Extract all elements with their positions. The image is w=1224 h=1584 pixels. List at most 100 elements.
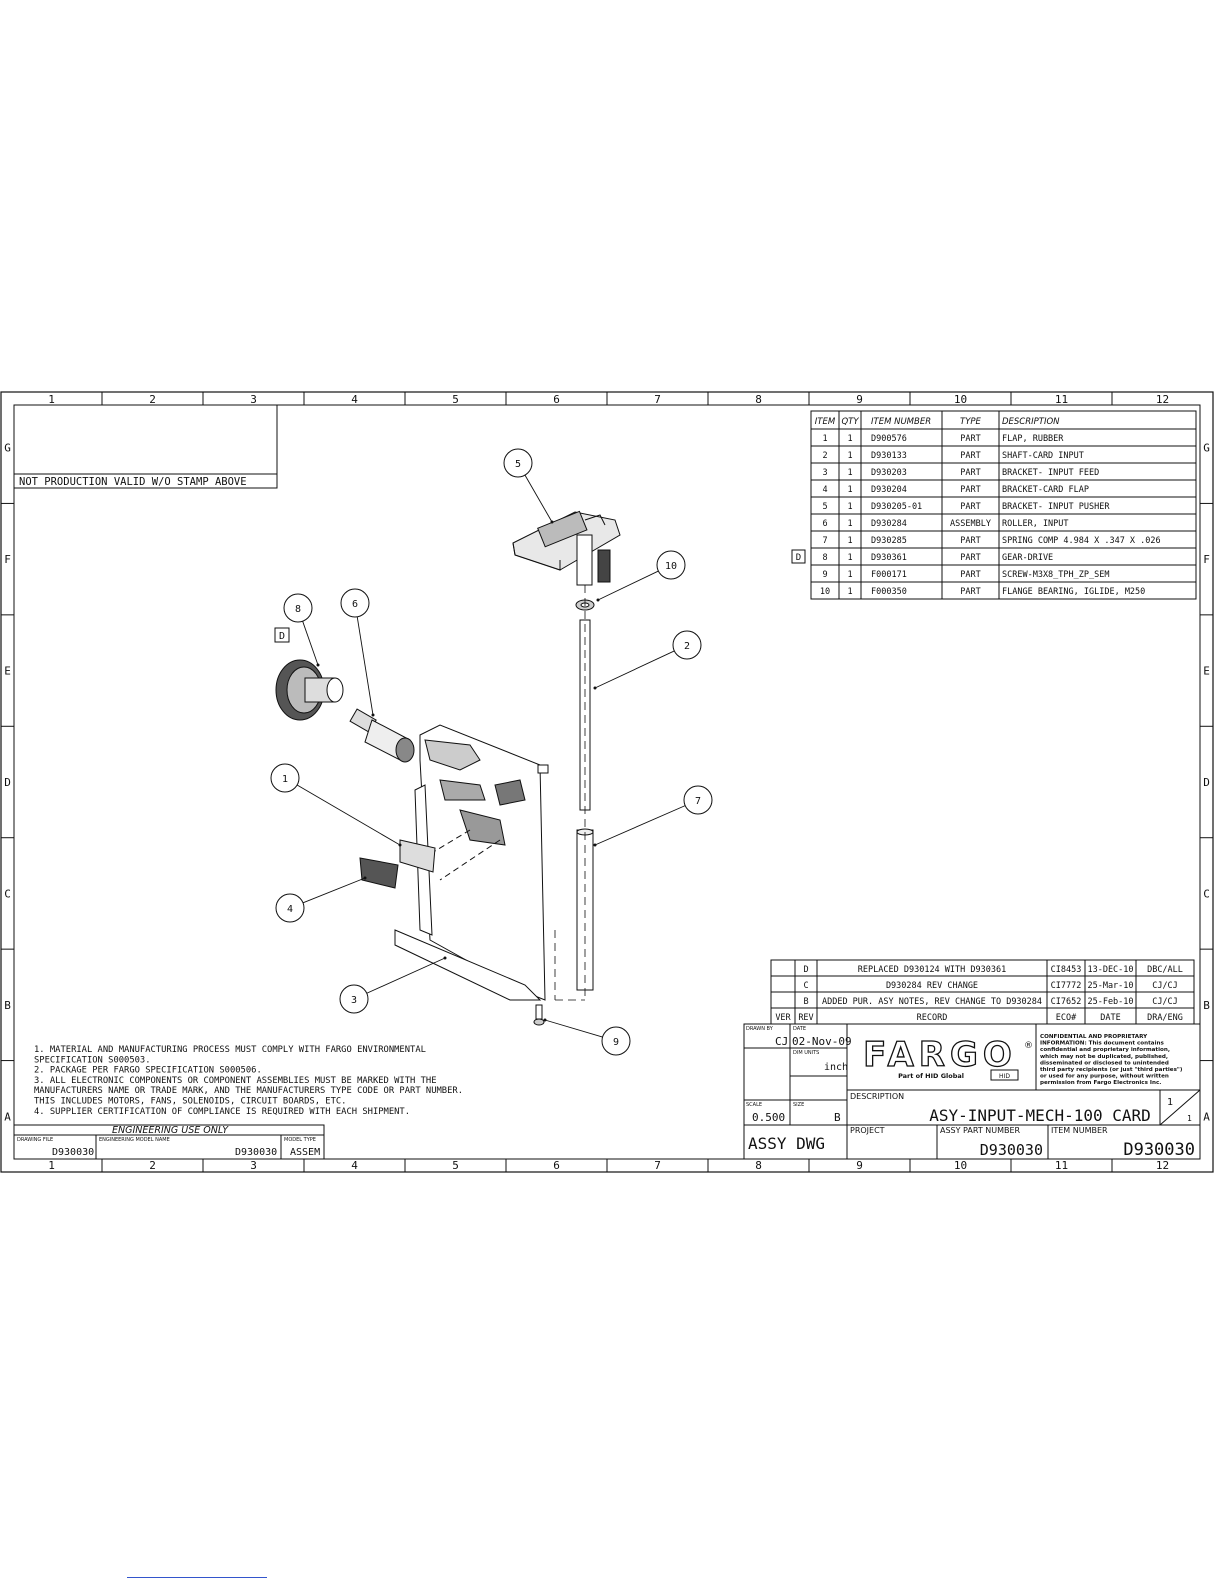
rev-flag-drawing-text: D: [279, 631, 285, 642]
confidential-line: CONFIDENTIAL AND PROPRIETARY: [1040, 1034, 1148, 1040]
zone-column-label: 9: [856, 1159, 863, 1172]
stamp-block: NOT PRODUCTION VALID W/O STAMP ABOVE: [13, 404, 278, 489]
bom-cell: 10: [820, 587, 830, 597]
size-label: SIZE: [793, 1102, 804, 1108]
revision-header-cell: DATE: [1100, 1013, 1120, 1023]
bom-header-cell: ITEM NUMBER: [871, 417, 931, 427]
item-balloon-number: 8: [295, 604, 301, 615]
zone-column-label: 10: [954, 393, 967, 406]
bom-cell: 1: [847, 553, 852, 563]
zone-column-label: 6: [553, 393, 560, 406]
revision-cell: CJ/CJ: [1152, 981, 1178, 991]
bom-cell: PART: [960, 468, 980, 478]
drawn-by-value: CJ: [775, 1035, 788, 1048]
bom-cell: 1: [847, 587, 852, 597]
zone-column-label: 8: [755, 393, 762, 406]
date-label: DATE: [793, 1026, 806, 1032]
item-balloon-number: 2: [684, 641, 690, 652]
bom-cell: D930203: [871, 468, 907, 478]
part-roller-input: [349, 708, 415, 763]
zone-row-label: D: [4, 776, 11, 789]
drawn-by-label: DRAWN BY: [746, 1026, 774, 1032]
bom-cell: F000350: [871, 587, 907, 597]
title-block: DRAWN BY DATE CJ 02-Nov-09 DIM UNITS inc…: [743, 1023, 1201, 1160]
zone-column-label: 5: [452, 393, 459, 406]
part-flap-rubber: [399, 839, 436, 873]
logo-tagline: Part of HID Global: [898, 1072, 964, 1080]
zone-row-label: G: [1203, 442, 1210, 455]
zone-column-label: 3: [250, 1159, 257, 1172]
bom-header-cell: TYPE: [960, 417, 982, 427]
engineering-title: ENGINEERING USE ONLY: [112, 1125, 229, 1136]
zone-row-label: B: [1203, 999, 1210, 1012]
bom-cell: 1: [847, 468, 852, 478]
confidential-line: which may not be duplicated, published,: [1040, 1054, 1168, 1060]
bom-cell: BRACKET-CARD FLAP: [1002, 485, 1089, 495]
item-balloon: [270, 763, 300, 793]
zone-column-label: 8: [755, 1159, 762, 1172]
zone-row-label: C: [1203, 887, 1210, 900]
bom-cell: D930204: [871, 485, 907, 495]
item-balloon-number: 5: [515, 459, 521, 470]
bom-header-cell: ITEM: [815, 417, 836, 427]
drawing-notes: 1. MATERIAL AND MANUFACTURING PROCESS MU…: [34, 1045, 463, 1117]
part-gear-drive: [275, 659, 344, 721]
assy-part-value: D930030: [980, 1141, 1043, 1159]
revision-cell: CI7772: [1051, 981, 1082, 991]
zone-column-label: 4: [351, 1159, 358, 1172]
revision-cell: 25-Feb-10: [1087, 997, 1133, 1007]
zone-row-label: G: [4, 442, 11, 455]
item-balloon-number: 7: [695, 796, 701, 807]
bom-cell: GEAR-DRIVE: [1002, 553, 1053, 563]
revision-cell: 25-Mar-10: [1087, 981, 1133, 991]
zone-column-label: 12: [1156, 393, 1169, 406]
revision-cell: CI7652: [1051, 997, 1082, 1007]
bom-cell: 3: [822, 468, 827, 478]
item-balloon: [683, 785, 713, 815]
zone-row-label: A: [4, 1110, 11, 1123]
bom-cell: PART: [960, 434, 980, 444]
zone-column-label: 3: [250, 393, 257, 406]
item-balloon-number: 4: [287, 904, 293, 915]
item-balloon-number: 1: [282, 774, 288, 785]
revision-cell: D930284 REV CHANGE: [886, 981, 978, 991]
bom-cell: FLAP, RUBBER: [1002, 434, 1064, 444]
drawing-file-label: DRAWING FILE: [17, 1137, 53, 1143]
zone-column-label: 11: [1055, 1159, 1068, 1172]
zone-column-label: 2: [149, 393, 156, 406]
bom-cell: 1: [847, 485, 852, 495]
part-bracket-input-pusher: [512, 510, 621, 586]
bom-cell: 1: [822, 434, 827, 444]
revision-header-cell: VER: [775, 1013, 791, 1023]
note-line: 2. PACKAGE PER FARGO SPECIFICATION S0005…: [34, 1066, 262, 1076]
bom-cell: F000171: [871, 570, 907, 580]
item-balloon-number: 9: [613, 1037, 619, 1048]
note-line: 4. SUPPLIER CERTIFICATION OF COMPLIANCE …: [34, 1107, 410, 1117]
revision-cell: B: [803, 997, 808, 1007]
note-line: THIS INCLUDES MOTORS, FANS, SOLENOIDS, C…: [34, 1097, 346, 1107]
zone-column-label: 5: [452, 1159, 459, 1172]
item-balloon: [339, 984, 369, 1014]
zone-row-label: F: [4, 553, 11, 566]
item-number-label: ITEM NUMBER: [1051, 1126, 1108, 1135]
revision-header-cell: ECO#: [1056, 1013, 1077, 1023]
item-balloon-number: 3: [351, 995, 357, 1006]
item-balloon: [283, 593, 313, 623]
zone-row-label: E: [1203, 665, 1210, 678]
footer-underline: [127, 1577, 267, 1578]
zone-column-label: 11: [1055, 393, 1068, 406]
note-line: SPECIFICATION S000503.: [34, 1055, 151, 1065]
bom-cell: 1: [847, 570, 852, 580]
bom-cell: SCREW-M3X8_TPH_ZP_SEM: [1002, 570, 1109, 580]
bom-header-cell: QTY: [841, 417, 859, 427]
revision-cell: C: [803, 981, 808, 991]
bom-cell: 1: [847, 451, 852, 461]
bom-cell: 8: [822, 553, 827, 563]
confidential-line: permission from Fargo Electronics Inc.: [1040, 1080, 1161, 1086]
